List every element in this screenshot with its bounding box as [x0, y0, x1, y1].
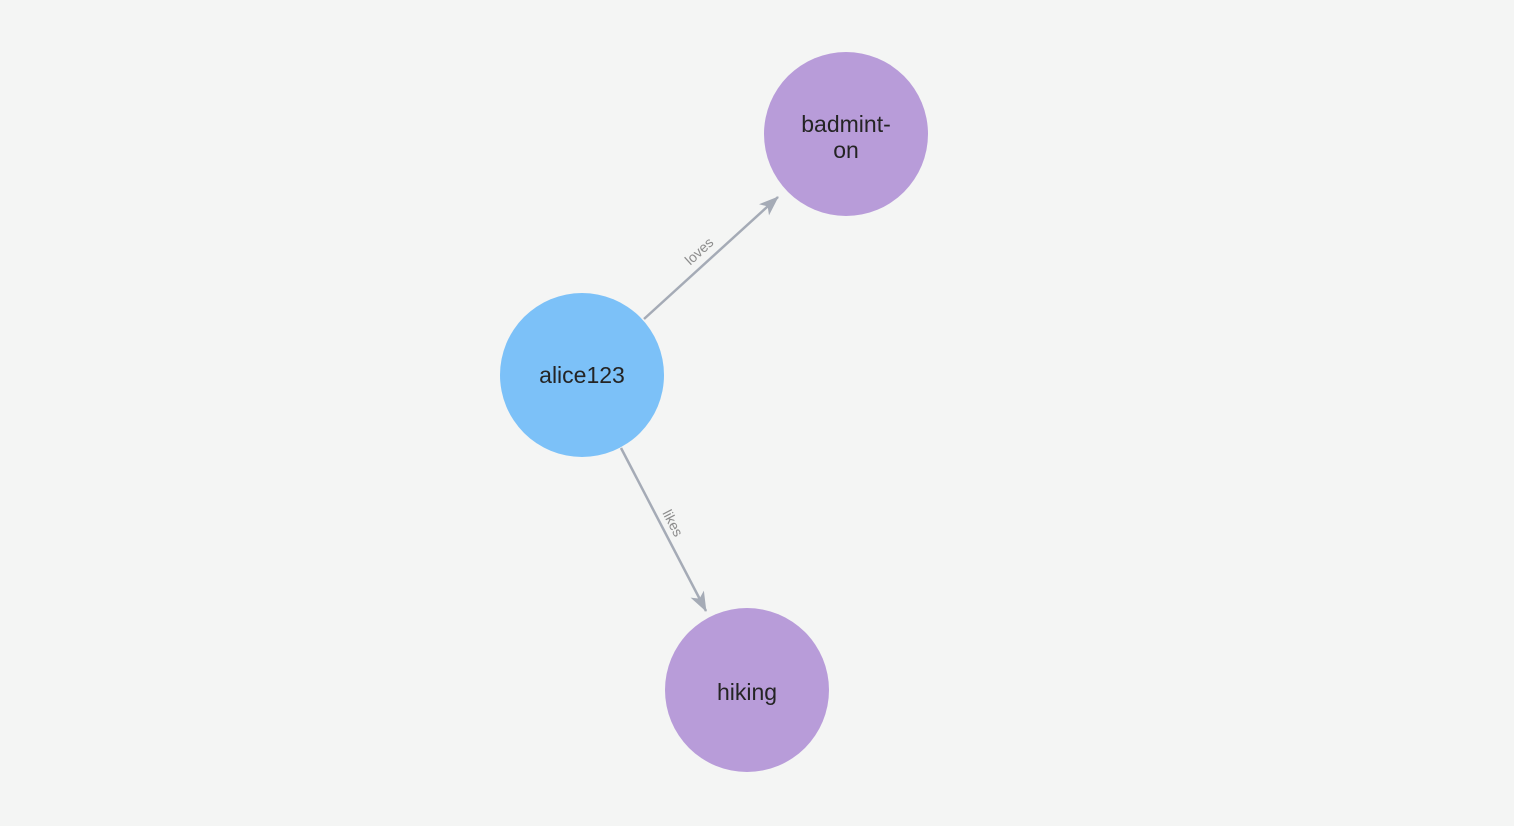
edge-likes[interactable] [619, 447, 708, 612]
node-circle-hiking[interactable] [665, 608, 829, 772]
node-circle-alice123[interactable] [500, 293, 664, 457]
node-circle-badminton[interactable] [764, 52, 928, 216]
edge-loves[interactable] [643, 196, 779, 320]
